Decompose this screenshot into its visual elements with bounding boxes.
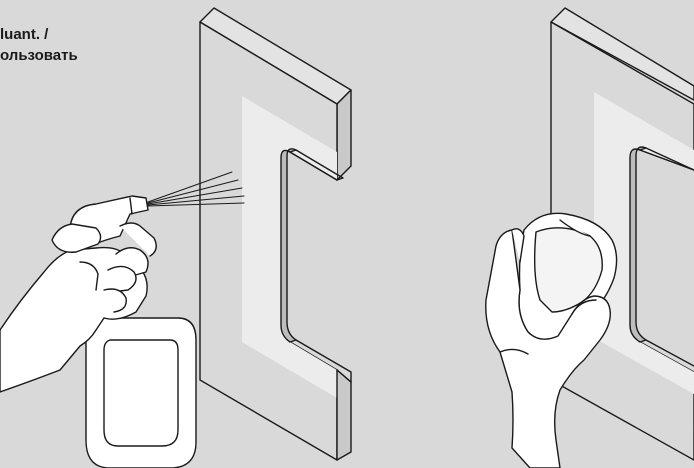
- handle-panel-left: [200, 8, 351, 460]
